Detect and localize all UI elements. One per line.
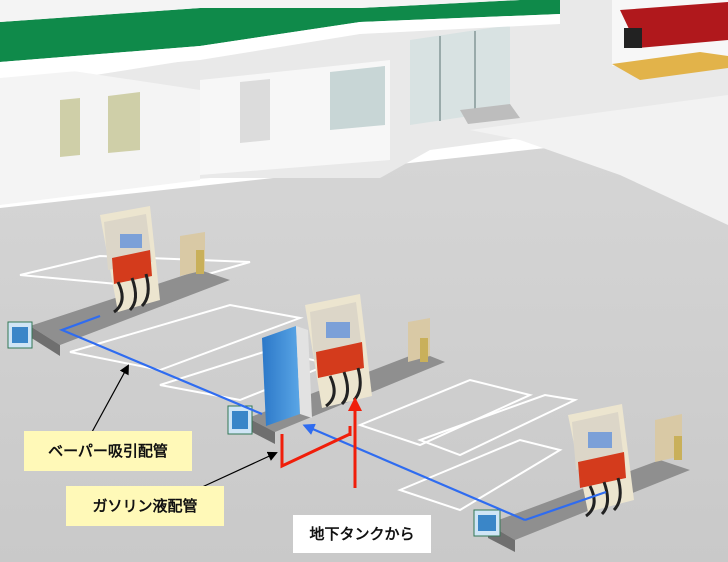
label-pointers: [91, 364, 278, 489]
from-tank-label: 地下タンクから: [293, 515, 431, 553]
gasoline-pipe-label: ガソリン液配管: [66, 486, 224, 526]
station-building: [0, 0, 728, 225]
vapor-pipe-line: [58, 314, 607, 522]
gasoline-pipe-line: [280, 397, 362, 488]
vapor-pipe-label: ベーパー吸引配管: [24, 431, 192, 471]
pump-island-3: [473, 404, 690, 552]
pump-island-1: [7, 206, 230, 356]
pump-island-2: [227, 294, 445, 444]
